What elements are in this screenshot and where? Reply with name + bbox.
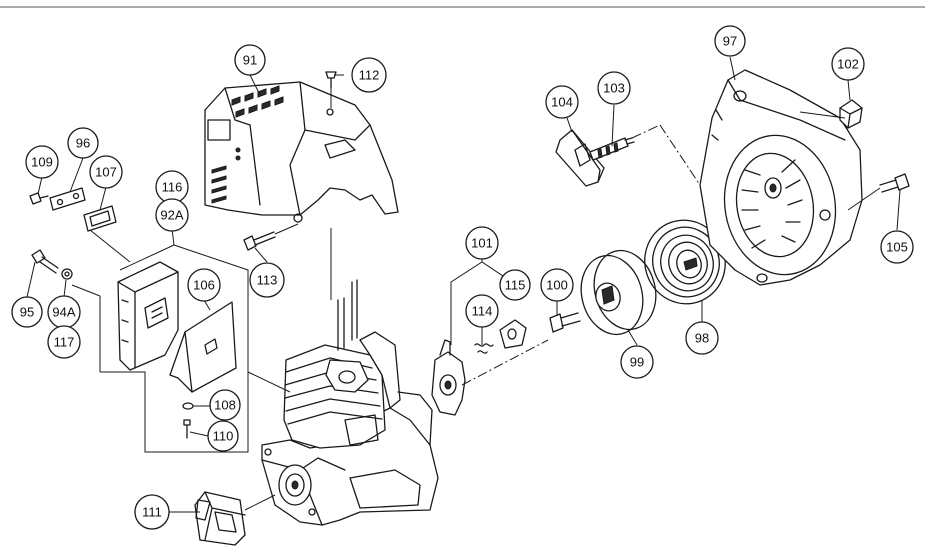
plate-96-part [49, 187, 86, 211]
callout-91-label: 91 [243, 53, 257, 68]
callout-100: 100 [540, 268, 574, 302]
callout-103: 103 [597, 71, 631, 105]
callout-110-label: 110 [213, 429, 234, 444]
callout-109-label: 109 [31, 155, 53, 170]
pawl-bracket-101-part [431, 339, 466, 416]
callout-108: 108 [209, 389, 241, 421]
spring-114-part [474, 343, 494, 354]
pawl-115-part [499, 319, 527, 349]
rope-path-line [659, 124, 701, 186]
washer-108-part [182, 402, 212, 410]
callout-95-label: 95 [20, 305, 34, 320]
callout-102: 102 [831, 47, 865, 81]
callout-100-label: 100 [546, 278, 568, 293]
callout-94a: 94A [47, 295, 81, 329]
callout-113: 113 [249, 262, 285, 298]
callout-98: 98 [685, 321, 719, 355]
washer-94a-part [61, 268, 73, 280]
callout-96-label: 96 [76, 136, 90, 151]
screw-110-part [183, 419, 209, 439]
callout-115-label: 115 [505, 278, 526, 293]
leader-lines [26, 56, 901, 346]
air-filter-111-part [168, 491, 276, 546]
callout-110: 110 [207, 420, 239, 452]
callout-105-label: 105 [886, 240, 908, 255]
callout-111-label: 111 [142, 505, 162, 520]
callout-94a-label: 94A [52, 305, 75, 320]
starter-axis-line-upper [631, 124, 661, 139]
starter-axis-line-lower [461, 339, 549, 386]
callout-97: 97 [714, 25, 746, 57]
starter-handle-104-part [555, 129, 605, 187]
callout-107: 107 [89, 155, 123, 189]
callout-101: 101 [465, 226, 499, 260]
callout-111: 111 [134, 494, 170, 530]
screw-112-part [325, 71, 337, 108]
bolt-95-part [31, 249, 59, 274]
screw-100-part [549, 300, 581, 333]
gasket-107-part [83, 205, 117, 232]
callout-107-label: 107 [95, 165, 117, 180]
screw-109-part [29, 192, 49, 205]
callout-99-label: 99 [630, 355, 644, 370]
crankcase-part [359, 331, 433, 446]
callout-114: 114 [465, 294, 499, 328]
nut-102-part [799, 99, 863, 129]
cylinder-part [283, 344, 386, 449]
callout-114-label: 114 [472, 304, 493, 319]
callout-95: 95 [11, 296, 43, 328]
callout-104-label: 104 [551, 95, 573, 110]
callout-112: 112 [351, 57, 387, 93]
callout-117: 117 [47, 325, 81, 359]
callout-97-label: 97 [723, 34, 737, 49]
bolt-113-part [243, 223, 299, 251]
callout-113-label: 113 [257, 273, 278, 288]
callout-101-label: 101 [471, 236, 493, 251]
callout-112-label: 112 [359, 68, 380, 83]
callout-103-label: 103 [603, 81, 625, 96]
callout-92a: 92A [155, 198, 189, 232]
callout-116: 116 [155, 170, 189, 204]
callout-99: 99 [620, 345, 654, 379]
starter-rope-103-part [589, 137, 635, 161]
callout-117-label: 117 [54, 335, 75, 350]
callout-92a-label: 92A [160, 208, 183, 223]
callout-96: 96 [67, 127, 99, 159]
bolt-105-part [847, 173, 910, 211]
starter-housing-97-part [699, 69, 863, 286]
callout-115: 115 [499, 269, 531, 301]
pulley-99-part [580, 249, 657, 336]
heat-shield-106-part [169, 301, 237, 393]
muffler-part [117, 261, 179, 371]
muffler-to-engine-line [247, 371, 291, 393]
callout-116-label: 116 [162, 180, 183, 195]
callout-108-label: 108 [214, 398, 236, 413]
callout-105: 105 [880, 230, 914, 264]
engine-studs [330, 228, 358, 351]
engine-block-part [261, 407, 439, 526]
callout-98-label: 98 [695, 331, 709, 346]
callout-106-label: 106 [193, 278, 215, 293]
callout-109: 109 [25, 145, 59, 179]
callout-102-label: 102 [837, 57, 859, 72]
engine-cover-part [204, 81, 399, 223]
callout-91: 91 [234, 44, 266, 76]
callout-106: 106 [187, 268, 221, 302]
callout-104: 104 [545, 85, 579, 119]
muffler-group-bracket [71, 229, 249, 453]
